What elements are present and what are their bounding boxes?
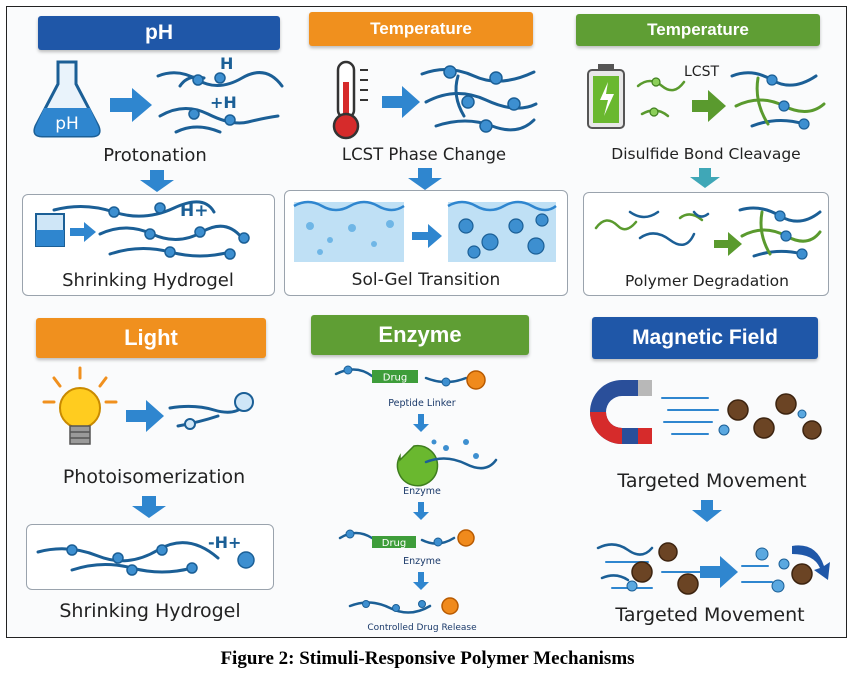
header-light: Light — [36, 318, 266, 358]
arrow-icon — [412, 224, 442, 248]
label-protonation: Protonation — [103, 145, 207, 166]
temperature-illustration — [332, 60, 538, 140]
header-magnetic-field: Magnetic Field — [592, 317, 818, 359]
header-temperature: Temperature — [309, 12, 533, 46]
light-illustration — [42, 366, 254, 445]
label-sol-gel-transition: Sol-Gel Transition — [351, 270, 501, 290]
arrow-icon — [714, 232, 742, 256]
svg-text:LCST: LCST — [684, 64, 719, 80]
label-targeted-movement-2: Targeted Movement — [615, 604, 805, 626]
light-result-box — [26, 524, 274, 590]
svg-text:Drug: Drug — [383, 373, 408, 384]
redox-illustration: LCST — [587, 64, 826, 130]
shrinking-hydrogel-illustration: H+ — [35, 200, 250, 260]
redox-result-box — [583, 192, 829, 296]
label-targeted-movement-1: Targeted Movement — [617, 470, 807, 492]
header-temperature-redox: Temperature — [576, 14, 820, 46]
arrow-icon — [126, 400, 164, 432]
enzyme-icon — [396, 444, 439, 487]
header-enzyme: Enzyme — [311, 315, 529, 355]
flask-icon: pH — [33, 60, 101, 138]
svg-text:Controlled Drug Release: Controlled Drug Release — [367, 623, 477, 633]
polymer-network-icon — [730, 71, 826, 128]
svg-text:-H+: -H+ — [208, 533, 241, 552]
ph-illustration: pH H +H — [33, 56, 284, 138]
label-shrinking-hydrogel-ph: Shrinking Hydrogel — [62, 270, 234, 291]
battery-icon — [587, 64, 625, 129]
svg-text:+H: +H — [210, 93, 237, 112]
polymer-chain-icon — [168, 404, 246, 428]
label-polymer-degradation: Polymer Degradation — [625, 272, 789, 290]
lightbulb-icon — [42, 366, 118, 445]
down-arrow-icon — [690, 168, 720, 188]
arrow-icon — [382, 86, 420, 118]
magnet-icon — [590, 380, 652, 444]
magnetic-illustration — [590, 380, 822, 444]
arrow-icon — [110, 88, 152, 122]
figure-caption: Figure 2: Stimuli-Responsive Polymer Mec… — [220, 648, 635, 669]
label-lcst-phase-change: LCST Phase Change — [341, 145, 507, 164]
enzyme-pathway-illustration: Drug Peptide Linker Enzyme Drug Enzyme C… — [334, 365, 498, 633]
label-disulfide-bond-cleavage: Disulfide Bond Cleavage — [611, 145, 801, 163]
arrow-icon — [700, 556, 738, 588]
targeted-movement-illustration — [596, 542, 830, 595]
arrow-icon — [692, 90, 726, 122]
sol-gel-illustration — [293, 200, 557, 262]
down-arrow-icon — [692, 500, 722, 522]
down-arrow-icon — [408, 168, 442, 190]
svg-text:Peptide Linker: Peptide Linker — [388, 398, 455, 409]
svg-text:Enzyme: Enzyme — [403, 486, 441, 497]
down-arrow-icon — [140, 170, 174, 192]
curved-arrow-icon — [792, 545, 830, 580]
svg-text:H: H — [220, 56, 233, 73]
light-hydrogel-illustration: -H+ — [36, 533, 255, 576]
down-arrow-icon — [132, 496, 166, 518]
thermometer-icon — [332, 60, 368, 140]
label-shrinking-hydrogel-light: Shrinking Hydrogel — [59, 600, 241, 622]
polymer-degradation-illustration — [594, 206, 822, 260]
svg-text:Drug: Drug — [382, 538, 407, 549]
label-photoisomerization: Photoisomerization — [62, 466, 246, 488]
header-ph: pH — [38, 16, 280, 50]
svg-text:pH: pH — [55, 114, 79, 134]
svg-text:H+: H+ — [180, 201, 208, 221]
svg-text:Enzyme: Enzyme — [403, 556, 441, 567]
